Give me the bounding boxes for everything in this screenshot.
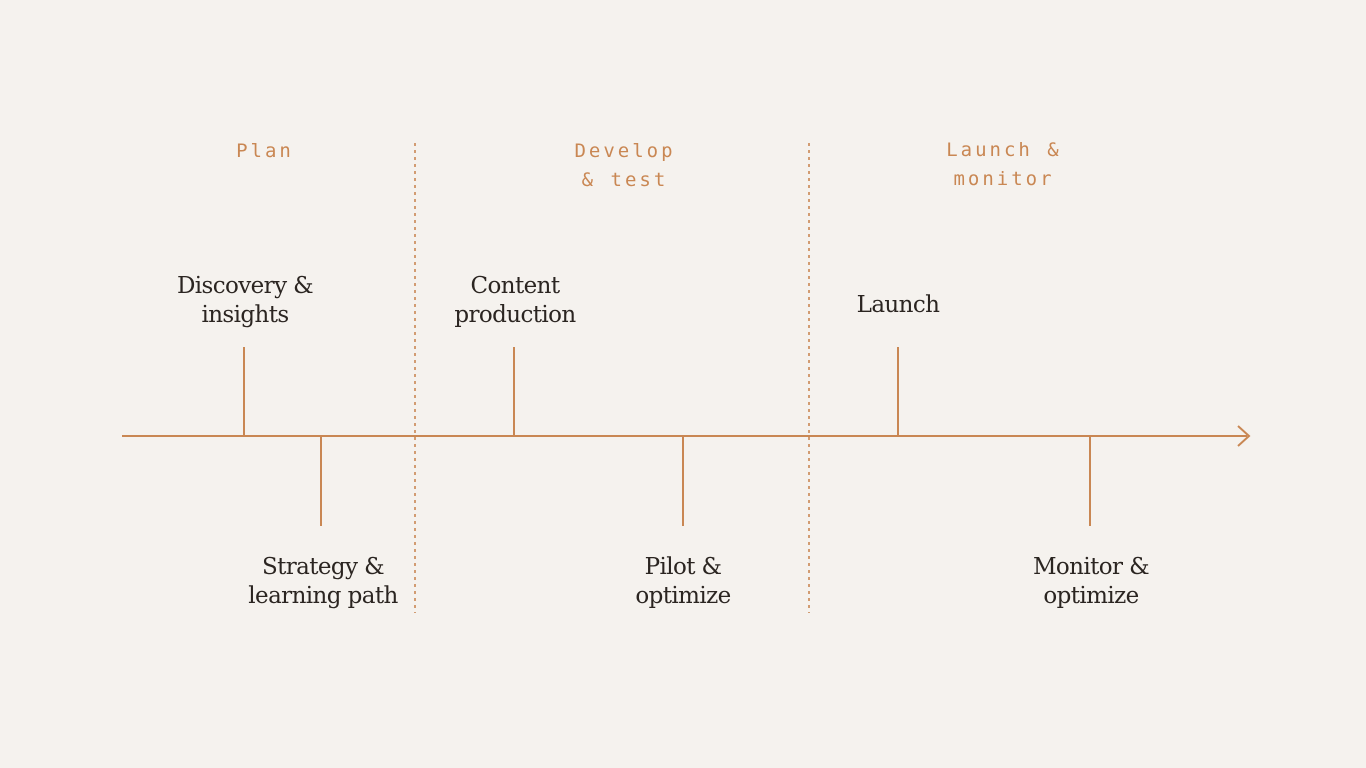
- phase-label-develop-test: Develop & test: [574, 140, 676, 191]
- milestone-discovery-insights: Discovery & insights: [176, 273, 314, 328]
- milestone-monitor-optimize: Monitor & optimize: [1032, 554, 1150, 609]
- milestone-content-production: Content production: [454, 273, 576, 328]
- milestone-pilot-optimize: Pilot & optimize: [635, 554, 731, 609]
- arrow-right-icon: [1237, 425, 1251, 447]
- phase-label-plan: Plan: [236, 140, 294, 162]
- milestone-strategy-learning-path: Strategy & learning path: [248, 554, 398, 609]
- phase-label-launch-monitor: Launch & monitor: [946, 139, 1062, 190]
- milestone-launch: Launch: [856, 292, 940, 318]
